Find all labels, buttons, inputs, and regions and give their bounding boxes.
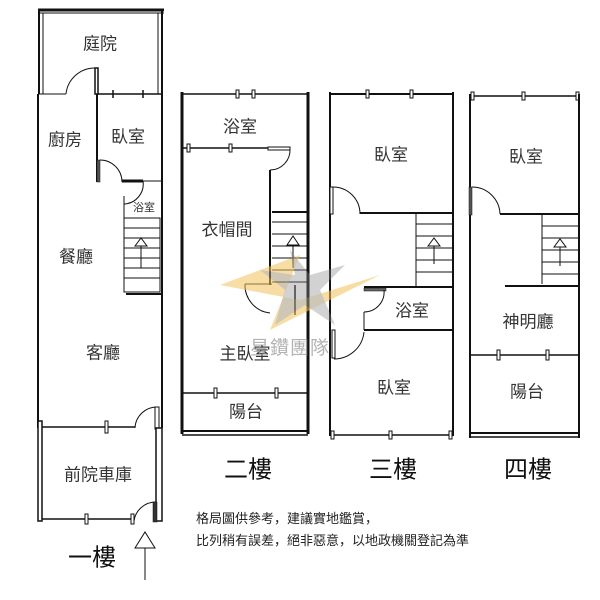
floor-4-plan	[468, 91, 580, 438]
disclaimer-line-2: 比列稍有誤差，絕非惡意，以地政機關登記為準	[196, 534, 470, 549]
watermark-text: 星鑽團隊	[250, 337, 331, 359]
room-label-bathroom: 浴室	[395, 301, 429, 322]
room-label-bedroom: 臥室	[111, 127, 145, 148]
floor-title-2f: 二樓	[224, 455, 272, 484]
room-label-balcony: 陽台	[510, 382, 544, 403]
floor-title-1f: 一樓	[68, 543, 116, 572]
room-label-garage: 前院車庫	[64, 465, 132, 486]
room-label-master-bedroom: 主臥室	[219, 344, 271, 365]
floor-title-3f: 三樓	[369, 455, 417, 484]
room-label-kitchen: 廚房	[48, 130, 82, 151]
watermark-logo-icon	[220, 250, 380, 330]
room-label-dining: 餐廳	[59, 247, 93, 268]
room-label-living: 客廳	[86, 343, 120, 364]
floor-title-4f: 四樓	[504, 455, 552, 484]
room-label-bathroom: 浴室	[133, 201, 155, 214]
floor-2-plan	[180, 89, 310, 436]
disclaimer-line-1: 格局圖供參考，建議實地鑑賞，	[196, 512, 379, 527]
room-label-balcony: 陽台	[229, 402, 263, 423]
room-label-walk-in-closet: 衣帽間	[201, 220, 253, 241]
room-label-bedroom: 臥室	[509, 147, 543, 168]
floor-1-plan	[37, 8, 164, 580]
room-label-bedroom: 臥室	[377, 378, 411, 399]
room-label-bathroom: 浴室	[223, 117, 257, 138]
room-label-shrine-hall: 神明廳	[502, 312, 554, 333]
room-label-bedroom: 臥室	[374, 145, 408, 166]
room-label-courtyard: 庭院	[83, 34, 117, 55]
floor-3-plan	[329, 89, 454, 440]
